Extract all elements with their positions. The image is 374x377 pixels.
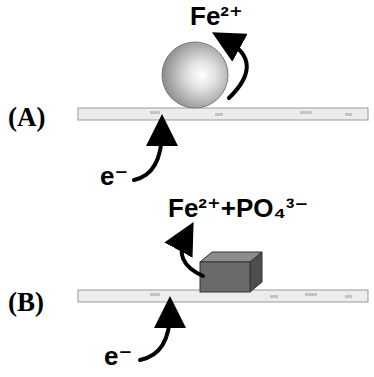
ion-label: Fe²⁺+PO₄³⁻ [168,194,308,223]
panel-letter: (B) [8,288,44,318]
iron-sphere [162,42,228,108]
phosphate-cube [200,252,262,292]
bar-texture [150,111,352,116]
electron-label: e⁻ [100,162,128,191]
panel-letter: (A) [8,103,45,133]
electron-label: e⁻ [104,342,132,371]
electrode-bar [78,108,368,120]
bar-texture [150,293,352,298]
ion-label: Fe²⁺ [190,2,243,31]
